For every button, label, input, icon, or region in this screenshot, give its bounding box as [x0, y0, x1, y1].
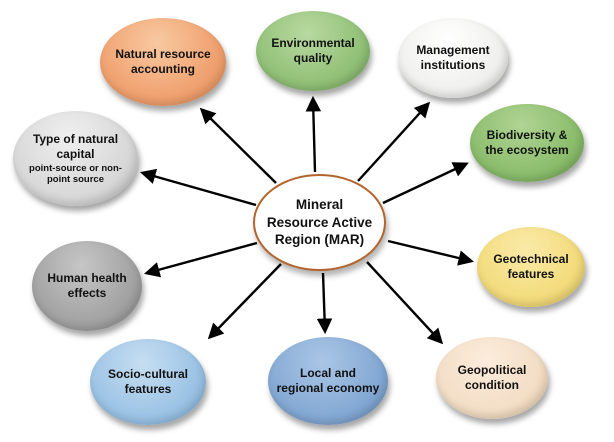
node-socio-cultural-features: Socio-cultural features — [90, 339, 206, 425]
node-label: Socio-cultural features — [107, 367, 188, 396]
arrow-to-natural-resource-accounting — [199, 107, 277, 184]
node-geopolitical-condition: Geopolitical condition — [436, 337, 548, 419]
node-label: Environmental quality — [271, 36, 355, 65]
arrow-to-geotechnical-features — [387, 239, 475, 266]
arrow-to-environmental-quality — [305, 95, 322, 173]
node-mineral-resource-active-region: Mineral Resource Active Region (MAR) — [253, 174, 386, 271]
arrow-to-biodiversity-ecosystem — [382, 162, 469, 205]
arrow-to-management-institutions — [357, 101, 431, 182]
node-geotechnical-features: Geotechnical features — [477, 227, 585, 307]
node-label: Natural resource accounting — [115, 47, 211, 76]
node-local-regional-economy: Local and regional economy — [268, 337, 388, 425]
arrow-to-human-health-effects — [143, 241, 258, 278]
node-label: Human health effects — [47, 271, 127, 300]
node-natural-resource-accounting: Natural resource accounting — [100, 18, 226, 106]
node-environmental-quality: Environmental quality — [256, 11, 370, 91]
node-human-health-effects: Human health effects — [32, 241, 142, 331]
node-label: Management institutions — [416, 43, 490, 72]
node-label: Geotechnical features — [493, 252, 569, 281]
node-type-of-natural-capital: Type of natural capital point-source or … — [13, 111, 138, 206]
node-management-institutions: Management institutions — [398, 18, 508, 98]
arrow-to-type-of-natural-capital — [139, 168, 257, 207]
node-label: Biodiversity & the ecosystem — [485, 128, 569, 157]
arrow-to-geopolitical-condition — [366, 261, 444, 345]
node-sublabel: point-source or non-point source — [29, 162, 122, 185]
node-label: Geopolitical condition — [457, 363, 527, 392]
node-biodiversity-ecosystem: Biodiversity & the ecosystem — [470, 104, 584, 182]
arrow-to-local-regional-economy — [316, 272, 333, 335]
arrow-to-socio-cultural-features — [207, 263, 282, 340]
node-label: Type of natural capital — [32, 131, 119, 161]
node-label: Local and regional economy — [276, 366, 380, 395]
center-label: Mineral Resource Active Region (MAR) — [266, 197, 373, 248]
